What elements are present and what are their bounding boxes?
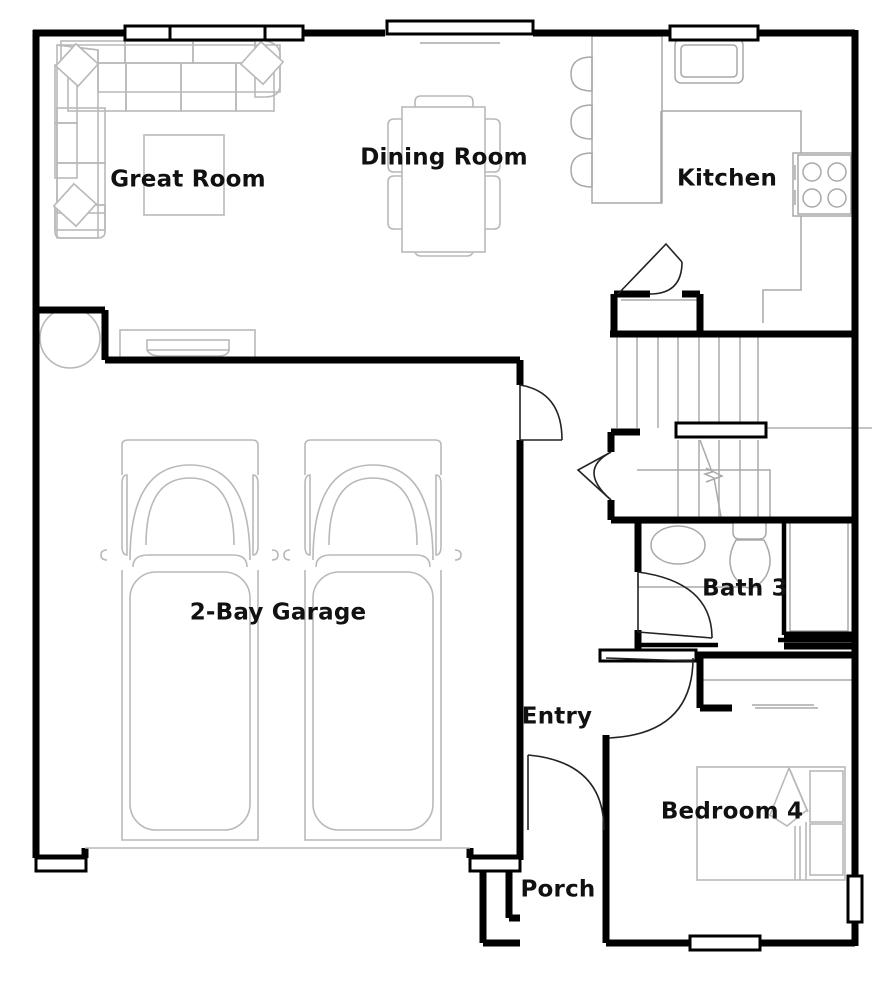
dining-room-window [385, 19, 535, 44]
bedroom-4-window-east [846, 874, 864, 924]
under-stair-closet-shelf [637, 469, 771, 522]
interior-walls [605, 290, 855, 712]
bath-3-door[interactable] [637, 571, 713, 639]
dining-table-and-chairs [387, 95, 501, 257]
room-label-dining-room: Dining Room [360, 145, 528, 171]
garage-door [34, 847, 522, 873]
room-label-porch: Porch [520, 877, 595, 903]
room-label-bedroom-4: Bedroom 4 [661, 799, 803, 825]
range [792, 152, 856, 217]
water-heater [39, 307, 101, 369]
room-label-kitchen: Kitchen [677, 166, 777, 192]
kitchen-sink [674, 38, 744, 84]
great-room-window [123, 24, 305, 42]
room-labels: Great Room Dining Room Kitchen 2-Bay Gar… [110, 145, 803, 903]
room-label-garage: 2-Bay Garage [190, 600, 367, 626]
bedroom-4-door[interactable] [605, 657, 694, 739]
workbench [119, 329, 256, 359]
bed-queen [696, 765, 846, 881]
entry-threshold [598, 648, 698, 663]
exterior-walls [32, 29, 859, 947]
kitchen-window [668, 24, 760, 42]
sectional-sofa [52, 39, 285, 239]
hall-closet-shelf-rod [703, 679, 858, 709]
coffee-table [143, 134, 225, 216]
entry-front-door[interactable] [527, 754, 605, 831]
room-label-entry: Entry [522, 704, 592, 730]
closet-door[interactable] [576, 451, 612, 501]
car-left [100, 439, 279, 841]
room-label-bath-3: Bath 3 [702, 576, 788, 602]
staircase-up [616, 337, 872, 523]
room-label-great-room: Great Room [110, 167, 266, 193]
car-right [283, 439, 462, 841]
kitchen-counter [660, 110, 802, 323]
shower [789, 520, 849, 632]
kitchen-island [570, 35, 663, 204]
stair-landing-rail [674, 421, 768, 439]
pantry-door[interactable] [617, 242, 683, 295]
garage-to-entry-door[interactable] [519, 384, 563, 441]
bedroom-4-window-south [688, 934, 762, 952]
